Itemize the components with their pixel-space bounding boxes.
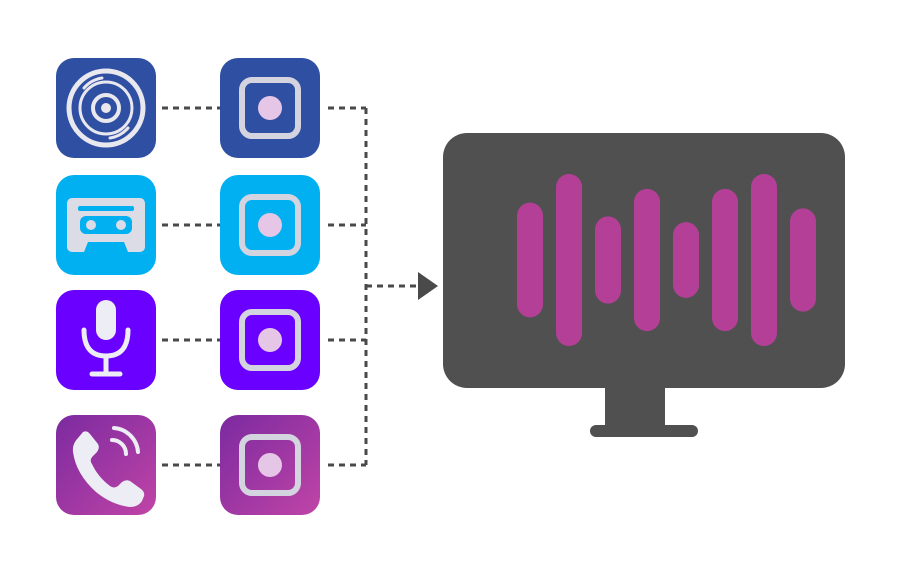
cd-disc-icon bbox=[66, 68, 146, 148]
cd-source bbox=[56, 58, 156, 158]
audio-input-node-icon bbox=[239, 194, 301, 256]
audio-input-node-icon bbox=[239, 434, 301, 496]
waveform-bar bbox=[673, 222, 699, 298]
audio-input-node-icon bbox=[239, 77, 301, 139]
microphone-source bbox=[56, 290, 156, 390]
converter-node-1 bbox=[220, 58, 320, 158]
cassette-source bbox=[56, 175, 156, 275]
audio-input-node-icon bbox=[239, 309, 301, 371]
waveform-bar bbox=[751, 174, 777, 346]
arrow-head-icon bbox=[418, 272, 438, 300]
microphone-icon bbox=[81, 300, 131, 377]
waveform-bar bbox=[595, 216, 621, 304]
phone-source bbox=[56, 415, 156, 515]
waveform-bar bbox=[790, 208, 816, 312]
connectors bbox=[162, 106, 420, 467]
waveform-bar bbox=[634, 188, 660, 332]
waveform bbox=[517, 174, 816, 346]
waveform-bar bbox=[712, 188, 738, 332]
monitor-stand-neck bbox=[605, 380, 665, 432]
converter-node-3 bbox=[220, 290, 320, 390]
waveform-bar bbox=[556, 174, 582, 346]
converter-node-4 bbox=[220, 415, 320, 515]
monitor-stand-base bbox=[590, 425, 698, 437]
phone-call-icon bbox=[72, 426, 145, 507]
converter-node-2 bbox=[220, 175, 320, 275]
waveform-bar bbox=[517, 202, 543, 318]
cassette-tape-icon bbox=[67, 198, 145, 252]
